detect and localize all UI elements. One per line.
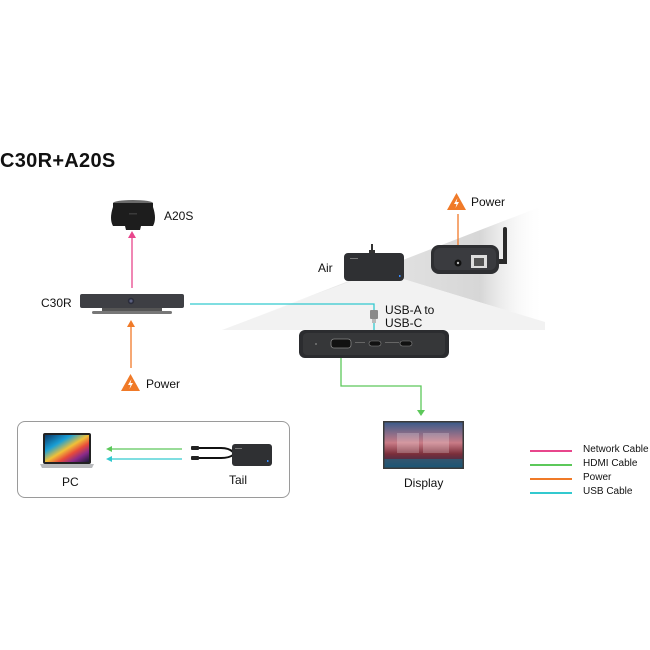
pc-tail-group <box>17 421 290 498</box>
hdmi-cable <box>340 356 422 412</box>
usb-adapter-label-line1: USB-A to <box>385 303 435 317</box>
a20s-label: A20S <box>164 209 194 223</box>
legend-swatch-network <box>530 450 572 452</box>
usb-connector-icon <box>370 310 378 323</box>
usb-arrow-icon <box>106 456 112 462</box>
dock-device <box>299 330 449 358</box>
legend-label-usb: USB Cable <box>583 486 633 497</box>
c30r-power-label: Power <box>146 377 181 391</box>
hdmi-arrow-icon <box>106 446 112 452</box>
legend-label-power: Power <box>583 472 612 483</box>
legend-swatch-power <box>530 478 572 480</box>
tail-label: Tail <box>229 473 248 487</box>
legend-swatch-hdmi <box>530 464 572 466</box>
c30r-label: C30R <box>41 296 72 310</box>
hdmi-arrow-icon <box>417 410 425 416</box>
air-label: Air <box>318 261 333 275</box>
legend-label-network: Network Cable <box>583 444 649 455</box>
c30r-device <box>80 294 184 314</box>
page-title: C30R+A20S <box>0 150 116 172</box>
display-device <box>383 421 464 469</box>
legend-swatch-usb <box>530 492 572 494</box>
power-warning-icon <box>121 374 140 391</box>
power-warning-icon <box>447 193 466 210</box>
tail-device <box>191 444 272 466</box>
pc-label: PC <box>62 475 79 489</box>
legend-label-hdmi: HDMI Cable <box>583 458 638 469</box>
air-power-label: Power <box>471 195 506 209</box>
laptop-device <box>40 433 94 468</box>
power-arrow-icon <box>127 320 135 327</box>
a20s-device <box>111 200 155 230</box>
usb-adapter-label-line2: USB-C <box>385 316 423 330</box>
usb-cable-c30r <box>190 303 375 310</box>
air-device <box>344 244 404 281</box>
usb-adapter-label: USB-A to USB-C <box>385 304 434 330</box>
network-arrow-icon <box>128 231 136 238</box>
air-rear-view <box>431 227 507 274</box>
display-label: Display <box>404 476 444 490</box>
